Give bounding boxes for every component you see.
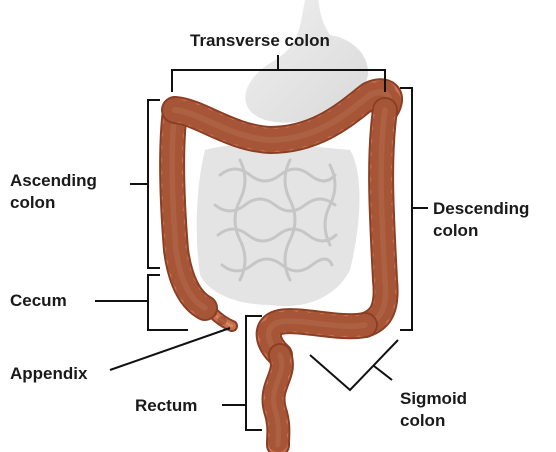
small-intestine-coils	[213, 158, 338, 282]
stomach-silhouette	[245, 0, 369, 123]
label-descending-line1: Descending	[433, 199, 530, 218]
large-intestine	[159, 78, 403, 452]
label-descending-line2: colon	[433, 221, 479, 240]
rectum-bracket	[222, 315, 262, 431]
sigmoid-bracket	[309, 339, 399, 392]
label-sigmoid-colon: Sigmoid colon	[400, 388, 467, 432]
label-ascending-line2: colon	[10, 193, 56, 212]
descending-bracket	[400, 87, 428, 331]
label-sigmoid-line1: Sigmoid	[400, 389, 468, 408]
leader-lines	[95, 55, 428, 431]
rectum	[261, 343, 294, 452]
sigmoid-colon	[255, 308, 378, 368]
label-cecum: Cecum	[10, 291, 67, 310]
descending-colon	[352, 97, 399, 338]
transverse-bracket	[171, 55, 386, 92]
background-organs	[196, 0, 369, 307]
ascending-colon	[159, 97, 218, 321]
label-rectum: Rectum	[135, 396, 198, 415]
ascending-bracket	[130, 99, 160, 269]
cecum-bracket	[95, 274, 188, 331]
label-ascending-colon: Ascending colon	[10, 170, 97, 214]
label-transverse-colon: Transverse colon	[190, 31, 330, 50]
transverse-colon	[161, 78, 403, 154]
label-ascending-line1: Ascending	[10, 171, 97, 190]
label-sigmoid-line2: colon	[400, 411, 446, 430]
appendix-line	[109, 327, 231, 371]
label-appendix: Appendix	[10, 364, 88, 383]
small-intestine-silhouette	[196, 144, 360, 307]
label-descending-colon: Descending colon	[433, 198, 529, 242]
